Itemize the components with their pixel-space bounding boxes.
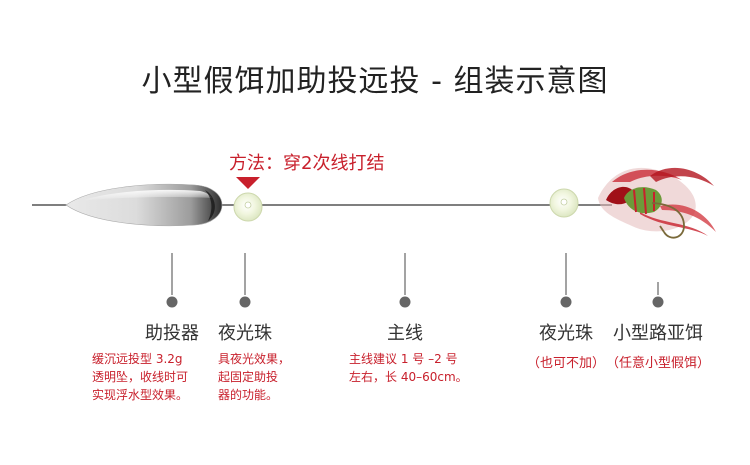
component-label: 主线 <box>387 323 423 344</box>
description-line: 器的功能。 <box>218 388 279 402</box>
pointer-dot-icon <box>560 296 572 308</box>
pointer-dot-icon <box>652 296 664 308</box>
sinker-illustration <box>65 183 223 227</box>
glow-bead-2-illustration <box>549 188 579 218</box>
fly-lure-illustration <box>598 167 716 239</box>
pointer-dot-icon <box>166 296 178 308</box>
component-label: 夜光珠 <box>218 323 272 344</box>
component-label: 夜光珠 <box>539 323 593 344</box>
component-description: 缓沉远投型 3.2g 透明坠，收线时可实现浮水型效果。 <box>92 350 188 404</box>
component-note: （也可不加） <box>526 356 606 371</box>
description-line: 具夜光效果， <box>218 352 291 366</box>
pointer-dot-icon <box>239 296 251 308</box>
description-line: 实现浮水型效果。 <box>92 388 189 402</box>
component-label: 助投器 <box>145 323 199 344</box>
description-line: 主线建议 1 号 –2 号 <box>349 352 458 366</box>
component-label: 小型路亚饵 <box>613 323 703 344</box>
description-line: 左右，长 40–60cm。 <box>349 370 468 384</box>
description-line: 透明坠，收线时可 <box>92 370 189 384</box>
component-description: 主线建议 1 号 –2 号左右，长 40–60cm。 <box>349 350 468 386</box>
page-title: 小型假饵加助投远投 - 组装示意图 <box>141 64 609 99</box>
description-line: 起固定助投 <box>218 370 279 384</box>
method-caption: 方法：穿2次线打结 <box>229 153 385 174</box>
knot-marker-arrow-icon <box>236 177 260 189</box>
pointer-dot-icon <box>399 296 411 308</box>
component-description: 具夜光效果， 起固定助投器的功能。 <box>218 350 290 404</box>
glow-bead-1-illustration <box>233 192 263 222</box>
description-line: 缓沉远投型 3.2g <box>92 352 183 366</box>
component-note: （任意小型假饵） <box>605 356 711 371</box>
